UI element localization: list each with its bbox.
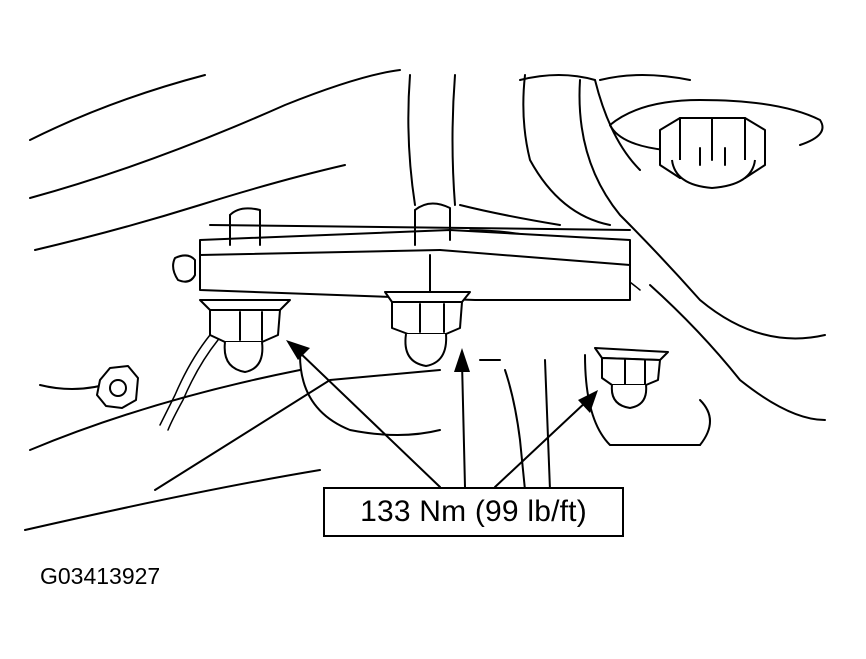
arrowhead-left-icon — [286, 340, 310, 360]
torque-spec-label: 133 Nm (99 lb/ft) — [360, 495, 587, 528]
wire-harness — [159, 334, 219, 431]
loose-nut-left — [96, 365, 139, 409]
figure-id-label: G03413927 — [40, 563, 161, 589]
bolt-left — [199, 299, 291, 373]
bolt-right — [594, 347, 669, 409]
bolt-center — [384, 291, 471, 367]
castle-nut-upper-right — [609, 99, 824, 189]
torque-spec-callout: 133 Nm (99 lb/ft) — [323, 487, 624, 537]
arrowhead-right-icon — [578, 390, 598, 413]
background-contours — [24, 69, 826, 531]
support-bracket — [172, 202, 631, 301]
arrowhead-center-icon — [454, 348, 470, 372]
callout-arrows — [286, 340, 598, 488]
